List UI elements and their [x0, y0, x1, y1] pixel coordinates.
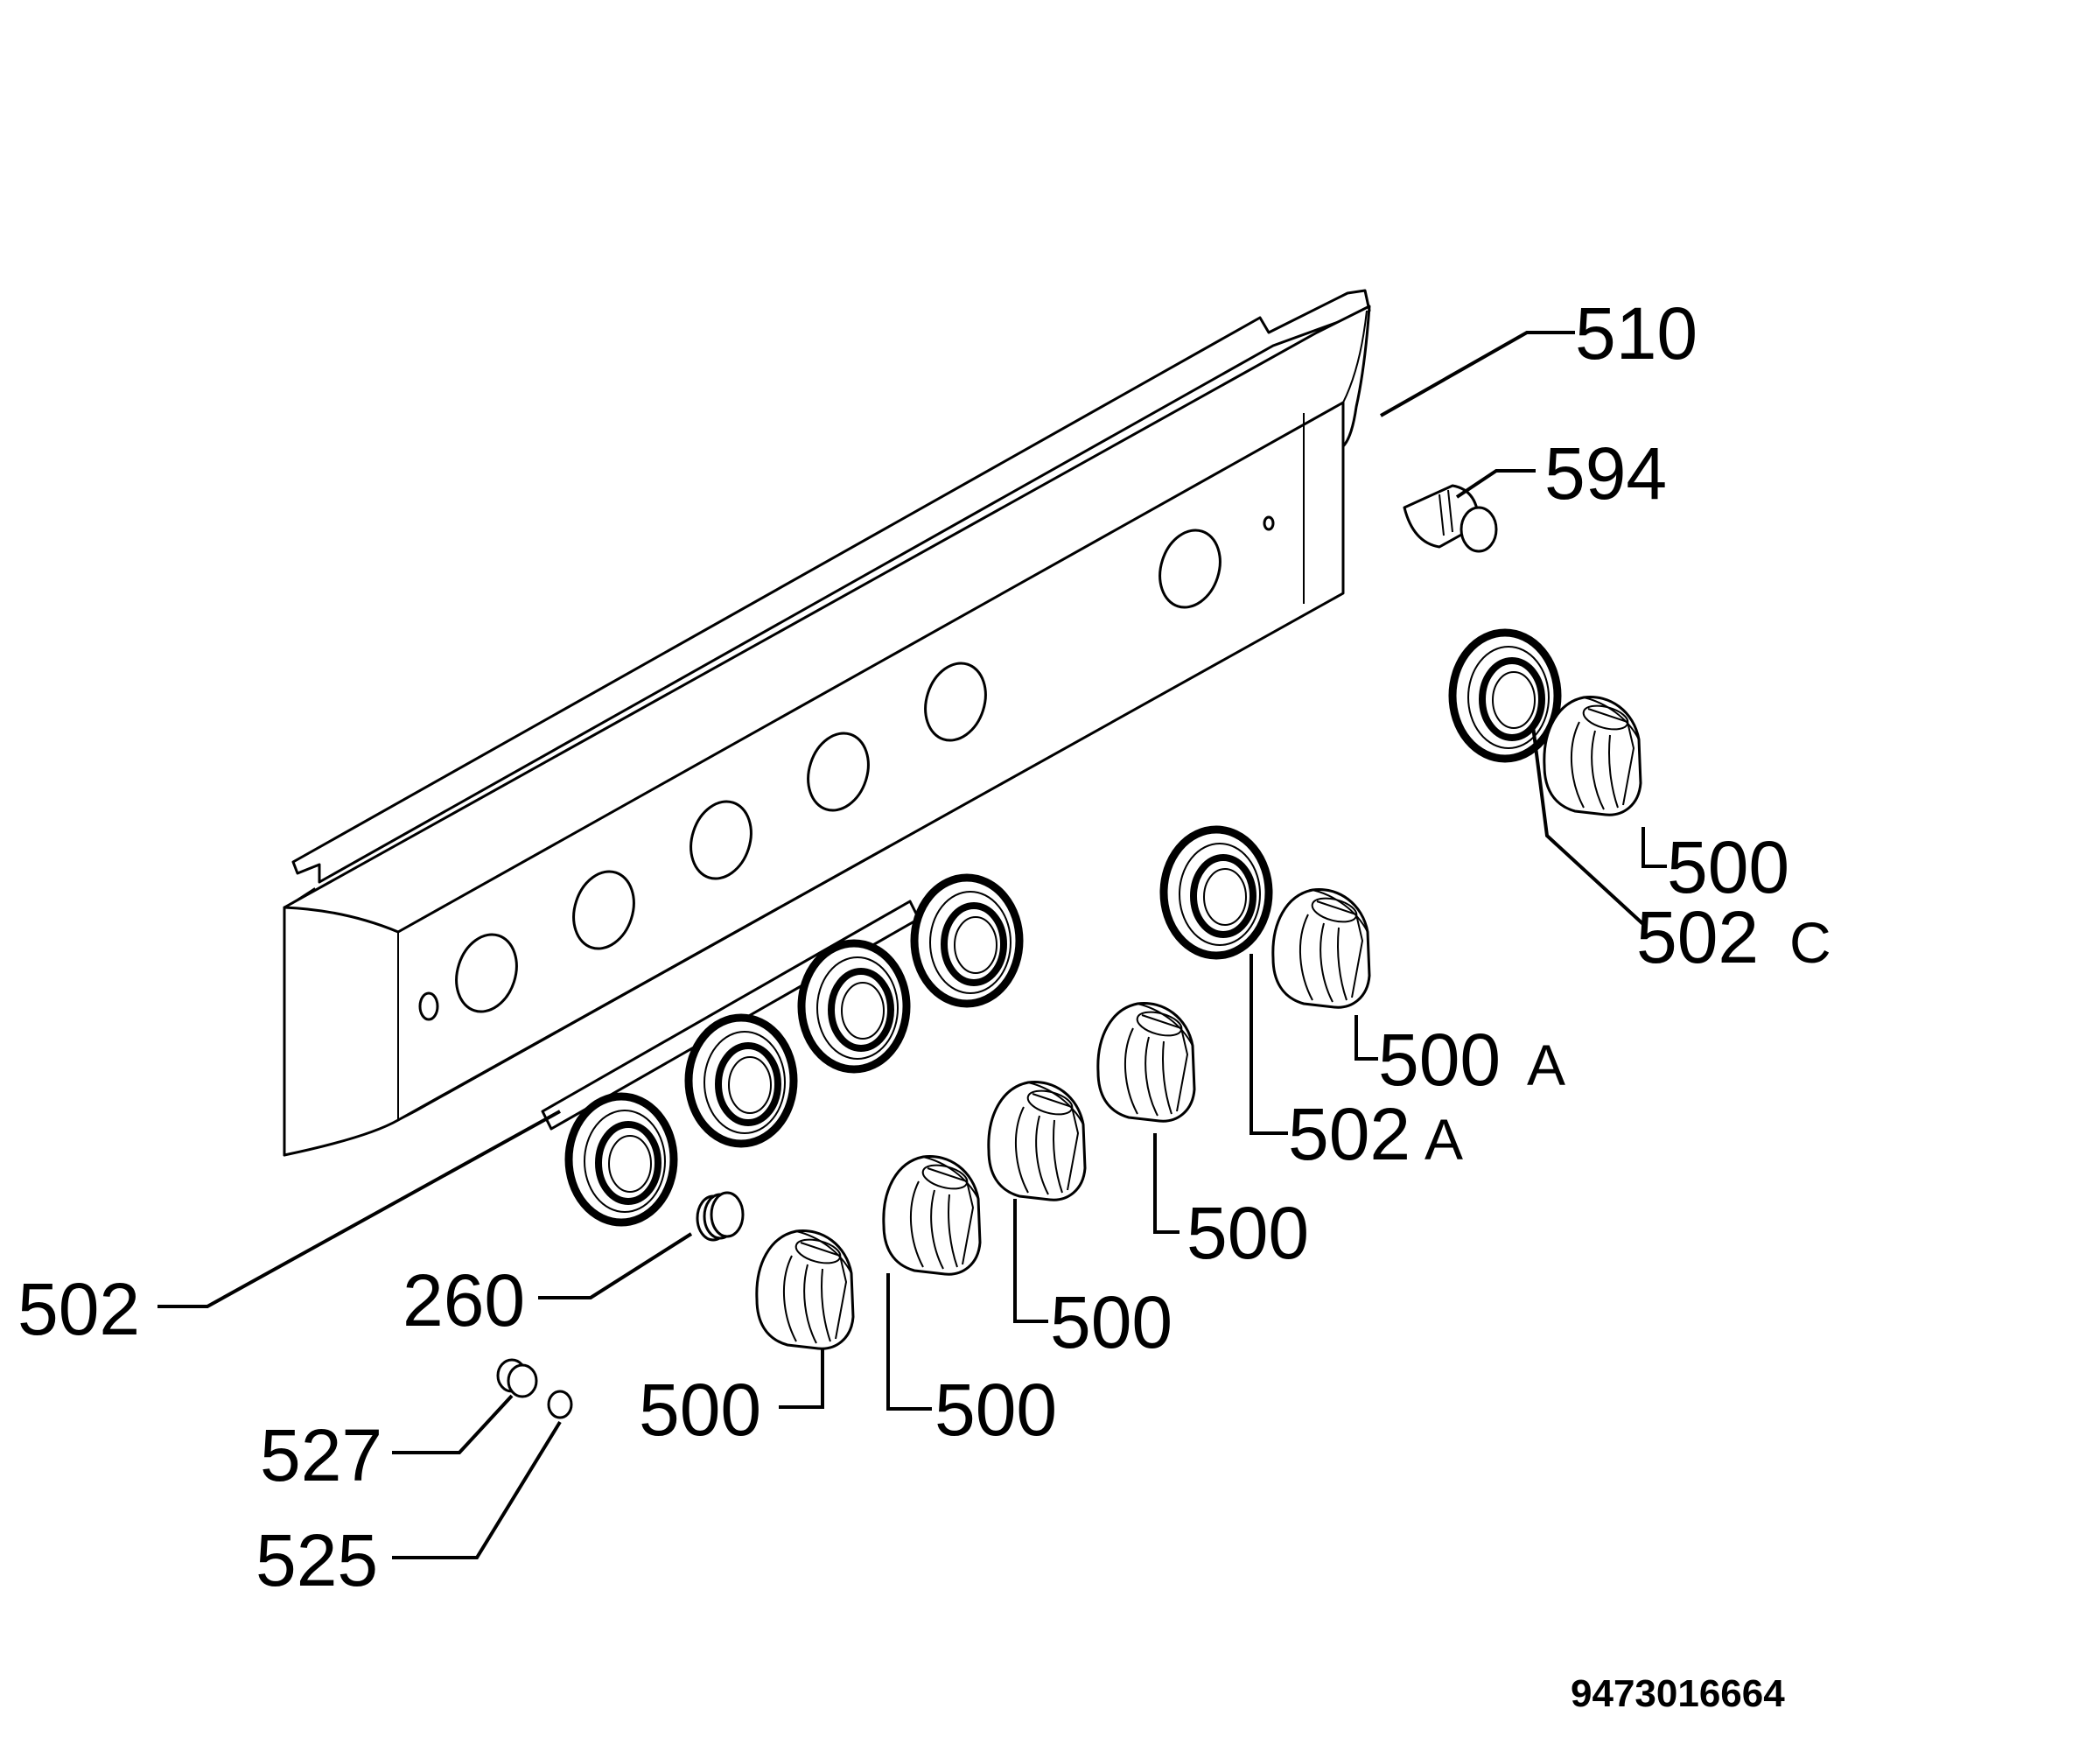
leader-lines — [158, 331, 1667, 1559]
label-500-3: 500 — [934, 1369, 1057, 1451]
part-525 — [547, 1390, 573, 1419]
label-502c-number: 502 — [1636, 896, 1759, 978]
label-260: 260 — [402, 1259, 525, 1341]
document-number: 9473016664 — [1571, 1672, 1785, 1715]
label-500a-number: 500 — [1378, 1019, 1501, 1101]
label-500-c: 500 — [1667, 826, 1789, 908]
label-502a-suffix: A — [1424, 1107, 1463, 1172]
part-labels: 510 594 500 502 C 500 A 502 A 500 500 50… — [18, 292, 1831, 1601]
label-500-1: 500 — [1186, 1192, 1309, 1274]
label-500-4: 500 — [639, 1369, 761, 1451]
label-525: 525 — [256, 1519, 378, 1601]
spring-260 — [696, 1191, 745, 1242]
bezel-502a — [1164, 830, 1269, 956]
lamp-594 — [1403, 484, 1498, 553]
label-502a-number: 502 — [1288, 1093, 1410, 1175]
label-527: 527 — [260, 1414, 382, 1496]
label-510: 510 — [1575, 292, 1698, 375]
label-500a-suffix: A — [1527, 1033, 1565, 1097]
label-502c-suffix: C — [1789, 910, 1831, 975]
label-500-2: 500 — [1050, 1281, 1172, 1363]
label-594: 594 — [1544, 432, 1667, 515]
part-527 — [496, 1358, 538, 1398]
control-panel-510 — [283, 289, 1371, 1157]
bezel-502c — [1452, 633, 1558, 759]
label-502: 502 — [18, 1268, 140, 1350]
